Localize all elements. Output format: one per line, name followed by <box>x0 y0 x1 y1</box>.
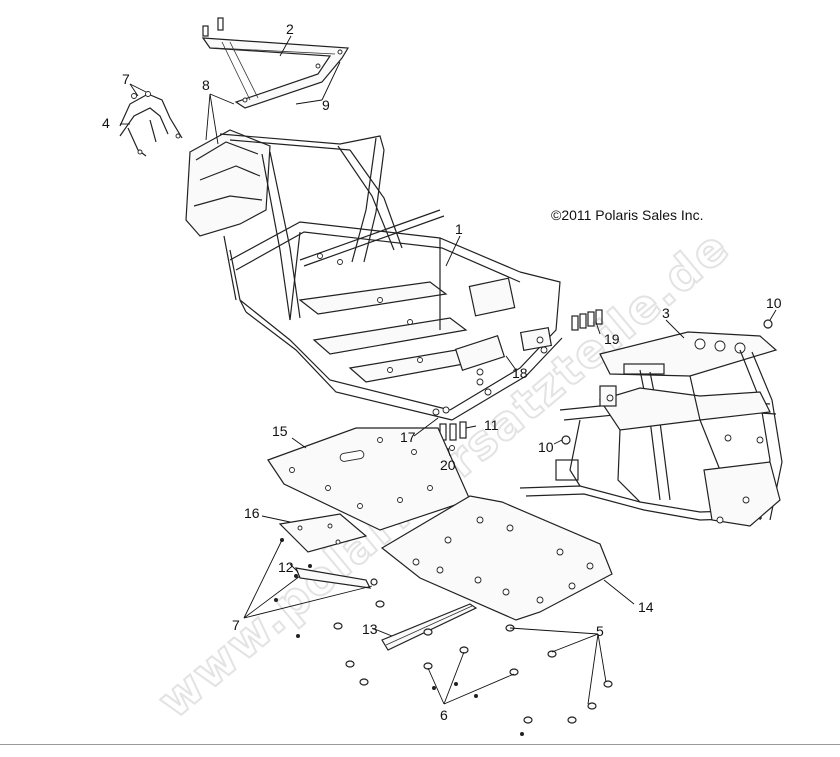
part-16-plate <box>278 513 368 553</box>
callout-13: 13 <box>362 621 378 637</box>
leader-lines <box>120 35 777 705</box>
part-4-rear-bracket <box>119 91 183 157</box>
callout-18: 18 <box>512 365 528 381</box>
callout-9: 9 <box>322 97 330 113</box>
callout-5: 5 <box>596 623 604 639</box>
callout-17: 17 <box>400 429 416 445</box>
callout-19: 19 <box>604 331 620 347</box>
callout-10-left: 10 <box>538 439 554 455</box>
part-1-main-frame <box>185 129 563 421</box>
callout-15: 15 <box>272 423 288 439</box>
callout-11: 11 <box>484 417 499 433</box>
part-13-strip <box>381 603 478 651</box>
part-2-upper-brace <box>201 17 350 109</box>
callout-labels: 1 2 3 4 5 6 7 7 8 9 10 10 11 12 13 14 15… <box>102 21 782 723</box>
callout-8: 8 <box>202 77 210 93</box>
clips-group <box>274 538 613 736</box>
callout-6: 6 <box>440 707 448 723</box>
part-18-fasteners <box>476 336 548 396</box>
hardware-group <box>432 309 603 451</box>
callout-7-top: 7 <box>122 71 130 87</box>
part-15-skid-plate <box>267 427 471 531</box>
callout-2: 2 <box>286 21 294 37</box>
callout-20: 20 <box>440 457 456 473</box>
part-3-front-frame <box>519 319 783 527</box>
callout-10-right: 10 <box>766 295 782 311</box>
bottom-divider <box>0 744 840 745</box>
part-12-bracket <box>295 567 378 589</box>
callout-4: 4 <box>102 115 110 131</box>
callout-7-bottom: 7 <box>232 617 240 633</box>
callout-3: 3 <box>662 305 670 321</box>
callout-16: 16 <box>244 505 260 521</box>
part-19-fasteners <box>571 309 603 331</box>
callout-12: 12 <box>278 559 294 575</box>
callout-1: 1 <box>455 221 463 237</box>
part-6-clips <box>333 600 524 736</box>
copyright-notice: ©2011 Polaris Sales Inc. <box>551 207 703 223</box>
part-14-floor-pan <box>380 495 613 621</box>
callout-14: 14 <box>638 599 654 615</box>
part-5-clips <box>505 624 613 724</box>
